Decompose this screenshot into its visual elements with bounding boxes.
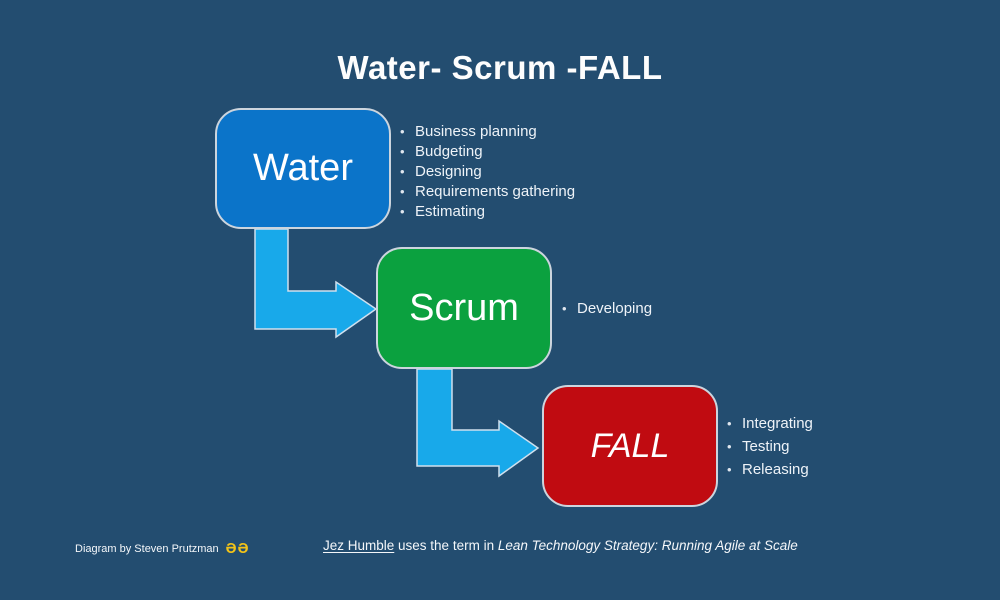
bullet-icon: • [400,203,405,219]
list-item: • Testing [727,435,813,458]
bullet-text: Budgeting [415,142,483,160]
author-logo-icon: ƏƏ [225,540,250,557]
list-item: • Designing [400,161,575,181]
bullet-text: Business planning [415,122,537,140]
list-item: • Developing [562,298,652,318]
fall-bullet-list: • Integrating • Testing • Releasing [727,412,813,481]
bullet-text: Integrating [742,415,813,432]
scrum-bullet-list: • Developing [562,298,652,318]
bullet-text: Designing [415,162,482,180]
list-item: • Estimating [400,201,575,221]
list-item: • Integrating [727,412,813,435]
bullet-icon: • [400,163,405,179]
water-bullet-list: • Business planning • Budgeting • Design… [400,121,575,221]
bullet-text: Estimating [415,202,486,220]
scrum-to-fall-arrow [416,368,540,478]
bullet-icon: • [400,123,405,139]
bullet-icon: • [727,439,732,454]
water-to-scrum-arrow [254,228,378,339]
fall-box-label: FALL [590,426,670,465]
bullet-icon: • [727,416,732,431]
bullet-text: Testing [742,438,790,455]
scrum-box-label: Scrum [409,286,519,329]
jez-humble-link[interactable]: Jez Humble [323,538,395,553]
water-box-label: Water [253,147,353,189]
list-item: • Releasing [727,458,813,481]
list-item: • Business planning [400,121,575,141]
bullet-text: Developing [577,299,653,317]
list-item: • Requirements gathering [400,181,575,201]
fall-box: FALL [542,385,718,507]
bullet-icon: • [400,183,405,199]
bullet-text: Requirements gathering [415,182,576,200]
bullet-text: Releasing [742,461,809,478]
citation-middle-text: uses the term in [394,538,498,553]
bullet-icon: • [400,143,405,159]
bullet-icon: • [727,462,732,477]
list-item: • Budgeting [400,141,575,161]
water-box: Water [215,108,391,229]
scrum-box: Scrum [376,247,552,369]
credit-line: Diagram by Steven Prutzman ƏƏ [75,541,249,556]
credit-text: Diagram by Steven Prutzman [75,542,219,555]
page-title: Water- Scrum -FALL [337,49,663,86]
citation-book-title: Lean Technology Strategy: Running Agile … [497,538,798,553]
bullet-icon: • [562,300,567,316]
citation-line: Jez Humble uses the term in Lean Technol… [323,538,798,553]
